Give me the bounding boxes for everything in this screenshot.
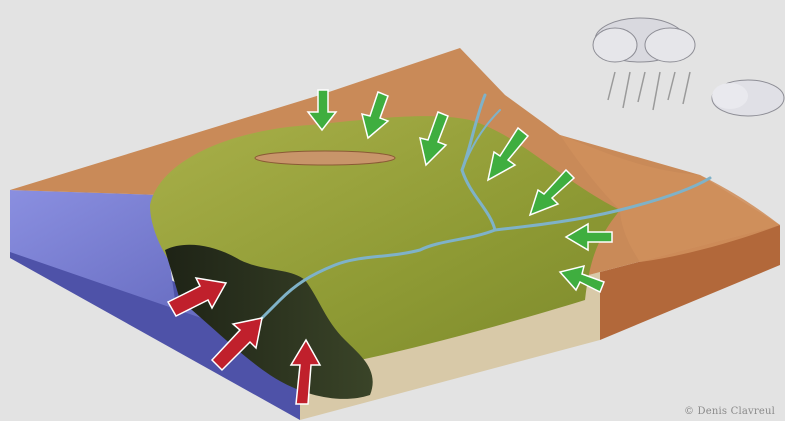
small-cloud-icon (712, 80, 784, 116)
lake (255, 151, 395, 165)
credit-text: © Denis Clavreul (684, 406, 775, 417)
rain-cloud-icon (593, 18, 695, 110)
